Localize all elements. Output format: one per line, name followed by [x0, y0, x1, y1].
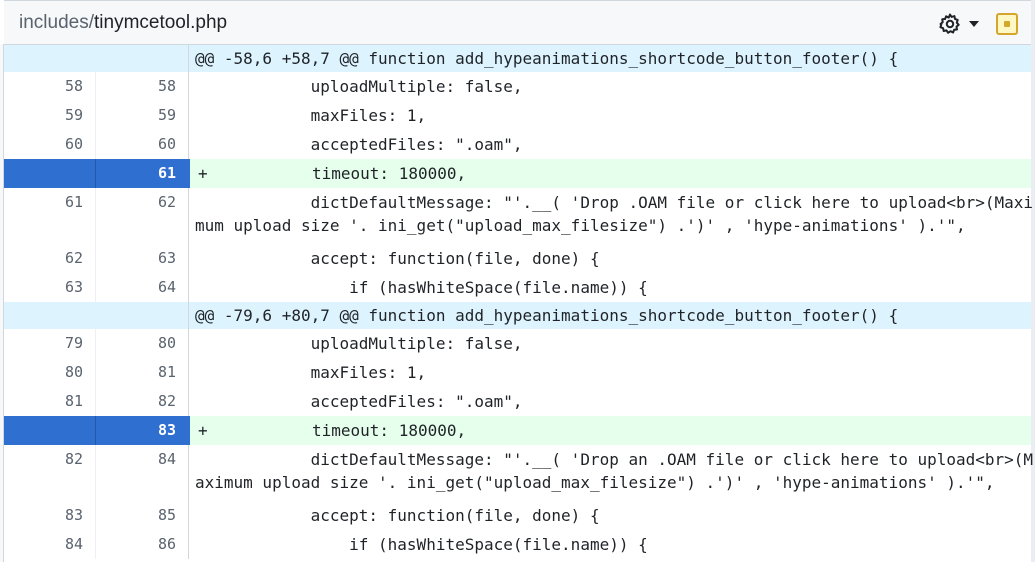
added-line-row: 83 + timeout: 180000, [4, 416, 1031, 445]
code-text: uploadMultiple: false, [195, 77, 523, 96]
diff-line-row: 60 60 acceptedFiles: ".oam", [4, 130, 1031, 159]
code-text: maxFiles: 1, [195, 363, 427, 382]
diff-line-row: 59 59 maxFiles: 1, [4, 101, 1031, 130]
code-text-continued: mum upload size '. ini_get("upload_max_f… [195, 216, 966, 235]
code-cell: acceptedFiles: ".oam", [188, 387, 1031, 416]
diff-line-row: 82 84 dictDefaultMessage: "'.__( 'Drop an… [4, 445, 1034, 501]
new-line-number[interactable]: 86 [157, 535, 176, 553]
code-text: dictDefaultMessage: "'.__( 'Drop an .OAM… [195, 450, 1034, 469]
gear-icon[interactable] [938, 12, 962, 36]
code-text: uploadMultiple: false, [195, 334, 523, 353]
code-cell: dictDefaultMessage: "'.__( 'Drop an .OAM… [188, 445, 1034, 501]
old-line-number[interactable]: 82 [4, 445, 96, 501]
code-cell: dictDefaultMessage: "'.__( 'Drop .OAM fi… [188, 188, 1034, 244]
old-line-number[interactable]: 80 [4, 358, 96, 387]
new-line-number[interactable]: 84 [157, 450, 176, 468]
hunk-header-row: @@ -79,6 +80,7 @@ function add_hypeanima… [4, 302, 1031, 329]
diff-line-row: 81 82 acceptedFiles: ".oam", [4, 387, 1031, 416]
new-line-number[interactable]: 62 [157, 193, 176, 211]
new-line-number[interactable]: 64 [157, 278, 176, 296]
diff-line-row: 61 62 dictDefaultMessage: "'.__( 'Drop .O… [4, 188, 1034, 244]
new-line-number[interactable]: 60 [157, 135, 176, 153]
code-cell: @@ -58,6 +58,7 @@ function add_hypeanima… [188, 45, 1031, 72]
added-line-row: 61 + timeout: 180000, [4, 159, 1031, 188]
code-text: if (hasWhiteSpace(file.name)) { [195, 535, 648, 554]
code-cell: uploadMultiple: false, [188, 329, 1031, 358]
code-text: accept: function(file, done) { [195, 506, 600, 525]
old-line-number[interactable]: 62 [4, 244, 96, 273]
file-header: includes/tinymcetool.php [4, 0, 1031, 45]
file-path[interactable]: includes/tinymcetool.php [19, 12, 227, 34]
old-line-number[interactable] [4, 159, 96, 188]
code-text: accept: function(file, done) { [195, 249, 600, 268]
code-text: if (hasWhiteSpace(file.name)) { [195, 278, 648, 297]
left-gutter-edge [0, 44, 4, 562]
old-line-number[interactable]: 81 [4, 387, 96, 416]
old-line-number[interactable] [4, 416, 96, 445]
old-line-number[interactable]: 84 [4, 530, 96, 559]
diff-line-row: 63 64 if (hasWhiteSpace(file.name)) { [4, 273, 1031, 302]
scrollbar-track[interactable] [1031, 0, 1035, 562]
new-line-number[interactable]: 61 [96, 159, 188, 188]
hunk-header-text: @@ -58,6 +58,7 @@ function add_hypeanima… [195, 49, 899, 68]
hunk-header-row: @@ -58,6 +58,7 @@ function add_hypeanima… [4, 45, 1031, 72]
file-dir: includes/ [19, 12, 94, 33]
new-line-number[interactable]: 59 [157, 106, 176, 124]
new-line-number[interactable] [96, 45, 188, 72]
triangle-down-icon[interactable] [968, 15, 980, 31]
diff-line-row: 62 63 accept: function(file, done) { [4, 244, 1031, 273]
diff-line-row: 79 80 uploadMultiple: false, [4, 329, 1031, 358]
added-marker: + [198, 421, 208, 440]
code-cell: @@ -79,6 +80,7 @@ function add_hypeanima… [188, 302, 1031, 329]
diff-line-row: 84 86 if (hasWhiteSpace(file.name)) { [4, 530, 1031, 559]
code-text: maxFiles: 1, [195, 106, 427, 125]
code-cell: if (hasWhiteSpace(file.name)) { [188, 530, 1031, 559]
new-line-number[interactable] [96, 302, 188, 329]
old-line-number[interactable]: 61 [4, 188, 96, 244]
code-text: timeout: 180000, [312, 421, 467, 440]
old-line-number[interactable]: 79 [4, 329, 96, 358]
new-line-number[interactable]: 58 [157, 77, 176, 95]
code-text: acceptedFiles: ".oam", [195, 135, 523, 154]
file-name: tinymcetool.php [94, 12, 228, 33]
code-cell: maxFiles: 1, [188, 358, 1031, 387]
diff-line-row: 83 85 accept: function(file, done) { [4, 501, 1031, 530]
code-text-continued: aximum upload size '. ini_get("upload_ma… [195, 473, 995, 492]
code-cell: if (hasWhiteSpace(file.name)) { [188, 273, 1031, 302]
new-line-number[interactable]: 85 [157, 506, 176, 524]
old-line-number[interactable] [4, 302, 96, 329]
new-line-number[interactable]: 83 [96, 416, 188, 445]
code-cell: uploadMultiple: false, [188, 72, 1031, 101]
code-cell: accept: function(file, done) { [188, 244, 1031, 273]
new-line-number[interactable]: 82 [157, 392, 176, 410]
code-text: timeout: 180000, [312, 164, 467, 183]
new-line-number[interactable]: 63 [157, 249, 176, 267]
code-cell: acceptedFiles: ".oam", [188, 130, 1031, 159]
code-text: acceptedFiles: ".oam", [195, 392, 523, 411]
file-viewed-icon[interactable] [996, 13, 1018, 35]
old-line-number[interactable] [4, 45, 96, 72]
code-cell: accept: function(file, done) { [188, 501, 1031, 530]
code-cell: + timeout: 180000, [188, 416, 1031, 445]
old-line-number[interactable]: 58 [4, 72, 96, 101]
hunk-header-text: @@ -79,6 +80,7 @@ function add_hypeanima… [195, 306, 899, 325]
diff-line-row: 58 58 uploadMultiple: false, [4, 72, 1031, 101]
code-text: dictDefaultMessage: "'.__( 'Drop .OAM fi… [195, 193, 1034, 212]
old-line-number[interactable]: 63 [4, 273, 96, 302]
old-line-number[interactable]: 83 [4, 501, 96, 530]
new-line-number[interactable]: 80 [157, 334, 176, 352]
diff-table: @@ -58,6 +58,7 @@ function add_hypeanima… [4, 45, 1034, 559]
old-line-number[interactable]: 59 [4, 101, 96, 130]
added-marker: + [198, 164, 208, 183]
diff-line-row: 80 81 maxFiles: 1, [4, 358, 1031, 387]
old-line-number[interactable]: 60 [4, 130, 96, 159]
code-cell: + timeout: 180000, [188, 159, 1031, 188]
code-cell: maxFiles: 1, [188, 101, 1031, 130]
new-line-number[interactable]: 81 [157, 363, 176, 381]
